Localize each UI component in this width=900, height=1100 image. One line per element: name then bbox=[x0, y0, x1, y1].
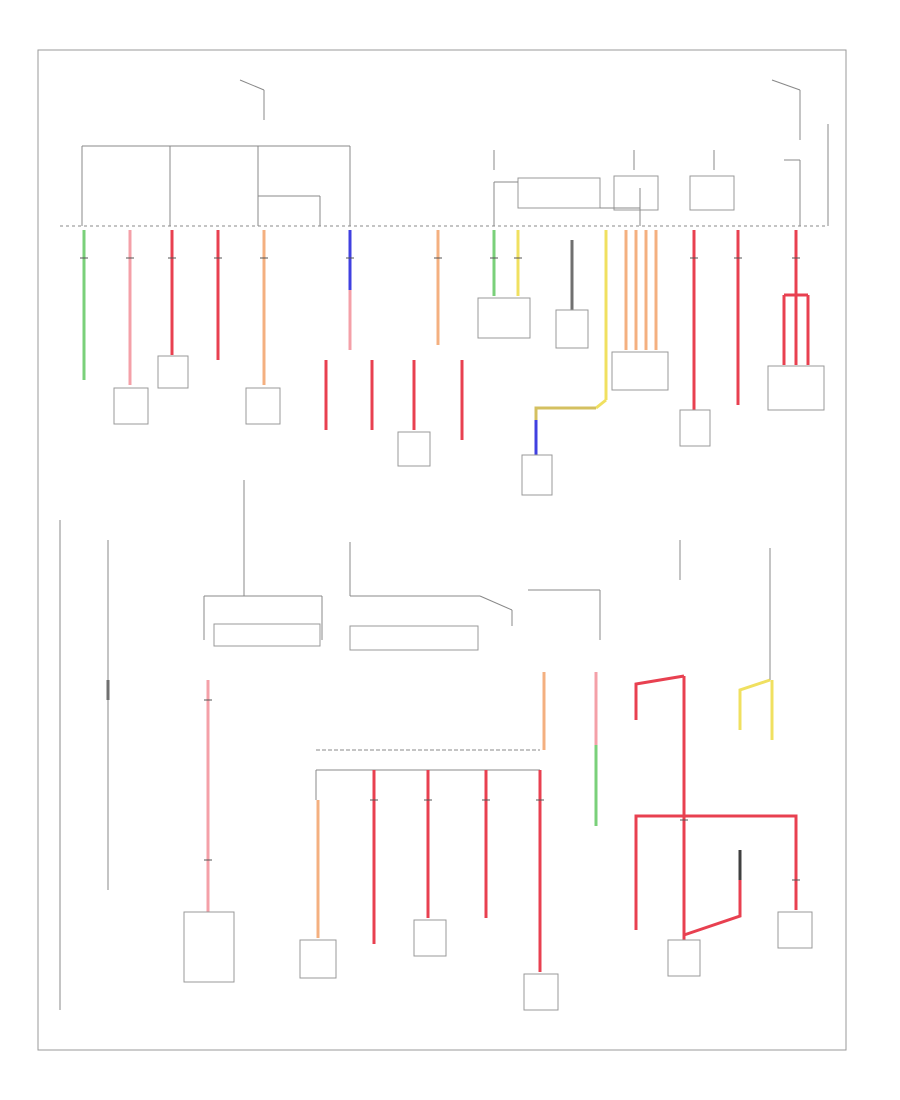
bottom-components bbox=[183, 911, 813, 1011]
top-components bbox=[113, 297, 825, 496]
bottom-relay-blocks bbox=[213, 623, 479, 651]
bottom-thin-wires bbox=[59, 480, 771, 1010]
diagram-frame bbox=[37, 49, 847, 1051]
top-junction-blocks bbox=[493, 159, 801, 226]
top-wire-runs bbox=[82, 230, 810, 410]
bottom-wire-runs bbox=[106, 672, 798, 972]
connector-ticks bbox=[80, 257, 800, 881]
top-power-bus bbox=[60, 79, 829, 227]
mid-wire-runs bbox=[324, 240, 607, 455]
